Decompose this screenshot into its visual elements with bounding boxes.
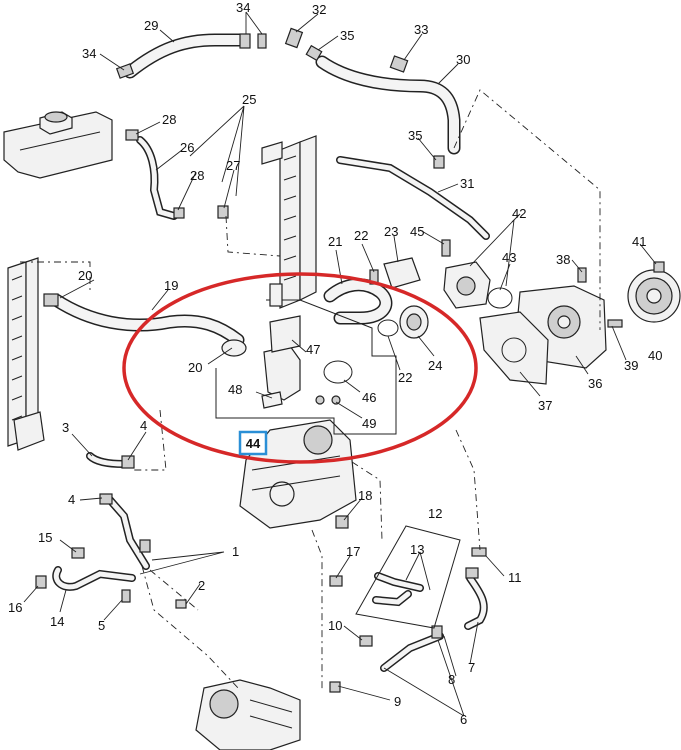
callout-39: 39	[624, 358, 638, 373]
upper-hose-29	[123, 33, 249, 79]
gasket-37	[479, 311, 549, 385]
callout-49: 49	[362, 416, 376, 431]
callout-28a: 28	[162, 112, 176, 127]
callout-22a: 22	[354, 228, 368, 243]
group-frame-12	[355, 525, 461, 629]
engine-lower	[195, 679, 301, 750]
callout-2: 2	[198, 578, 205, 593]
callout-36: 36	[588, 376, 602, 391]
callout-15: 15	[38, 530, 52, 545]
callout-19: 19	[164, 278, 178, 293]
leader-lines	[23, 11, 657, 717]
callout-24: 24	[428, 358, 442, 373]
callout-43: 43	[502, 250, 516, 265]
callout-1: 1	[232, 544, 239, 559]
highlight-box-45	[238, 430, 268, 456]
coolant-reservoir	[3, 111, 113, 179]
callout-29: 29	[144, 18, 158, 33]
engine-upper	[239, 419, 357, 529]
hose-19	[49, 293, 245, 347]
callout-37: 37	[538, 398, 552, 413]
hose-1	[106, 496, 150, 570]
callout-30: 30	[456, 52, 470, 67]
hose-30	[315, 55, 461, 155]
highlight-ring	[122, 272, 478, 464]
callout-38: 38	[556, 252, 570, 267]
hose-3	[86, 452, 128, 468]
callout-12: 12	[428, 506, 442, 521]
callout-44: 45	[410, 224, 424, 239]
callout-42: 42	[512, 206, 526, 221]
callout-17: 17	[346, 544, 360, 559]
callout-25: 25	[242, 92, 256, 107]
callout-9: 9	[394, 694, 401, 709]
callout-35a: 35	[340, 28, 354, 43]
callout-11: 11	[508, 570, 522, 585]
left-radiator	[7, 257, 45, 451]
callout-34a: 34	[236, 0, 250, 15]
callout-3: 3	[62, 420, 69, 435]
callout-27: 27	[226, 158, 240, 173]
callout-34b: 34	[82, 46, 96, 61]
clamps	[35, 27, 665, 693]
callout-46: 46	[362, 390, 376, 405]
callout-20b: 20	[188, 360, 202, 375]
callout-5: 5	[98, 618, 105, 633]
hose-14	[52, 566, 136, 591]
callout-31: 31	[460, 176, 474, 191]
callout-48: 48	[228, 382, 242, 397]
hose-31	[336, 156, 490, 240]
hose-21	[323, 278, 393, 325]
outlet-assembly-45	[215, 283, 397, 435]
callout-10: 10	[328, 618, 342, 633]
callout-26: 26	[180, 140, 194, 155]
hose-7	[464, 574, 488, 630]
hose-13	[372, 572, 424, 607]
seal-43	[487, 287, 513, 309]
pulley-40	[627, 269, 681, 323]
callout-21: 21	[328, 234, 342, 249]
callout-7: 7	[468, 660, 475, 675]
thermostat-23	[383, 257, 421, 289]
callout-14: 14	[50, 614, 64, 629]
callout-13: 13	[410, 542, 424, 557]
callout-labels: 1 2 3 4 4 5 6 7 8 9 10 11 12 13 14 15 16…	[8, 0, 662, 727]
callout-47: 47	[306, 342, 320, 357]
callout-4b: 4	[68, 492, 75, 507]
callout-40: 40	[648, 348, 662, 363]
callout-18: 18	[358, 488, 372, 503]
callout-33: 33	[414, 22, 428, 37]
callout-6: 6	[460, 712, 467, 727]
callout-41: 41	[632, 234, 646, 249]
hose-26	[136, 136, 178, 220]
callout-35b: 35	[408, 128, 422, 143]
housing-24	[399, 305, 429, 339]
callout-22b: 22	[398, 370, 412, 385]
callout-28b: 28	[190, 168, 204, 183]
callout-4a: 4	[140, 418, 147, 433]
callout-8: 8	[448, 672, 455, 687]
callout-20a: 20	[78, 268, 92, 283]
center-radiator	[261, 135, 317, 309]
hose-6	[380, 632, 444, 672]
callout-45: 44	[246, 436, 261, 451]
thermostat-housing-42	[443, 261, 491, 309]
callout-23: 23	[384, 224, 398, 239]
callout-32: 32	[312, 2, 326, 17]
assembly-boundaries	[20, 89, 601, 691]
callout-16: 16	[8, 600, 22, 615]
